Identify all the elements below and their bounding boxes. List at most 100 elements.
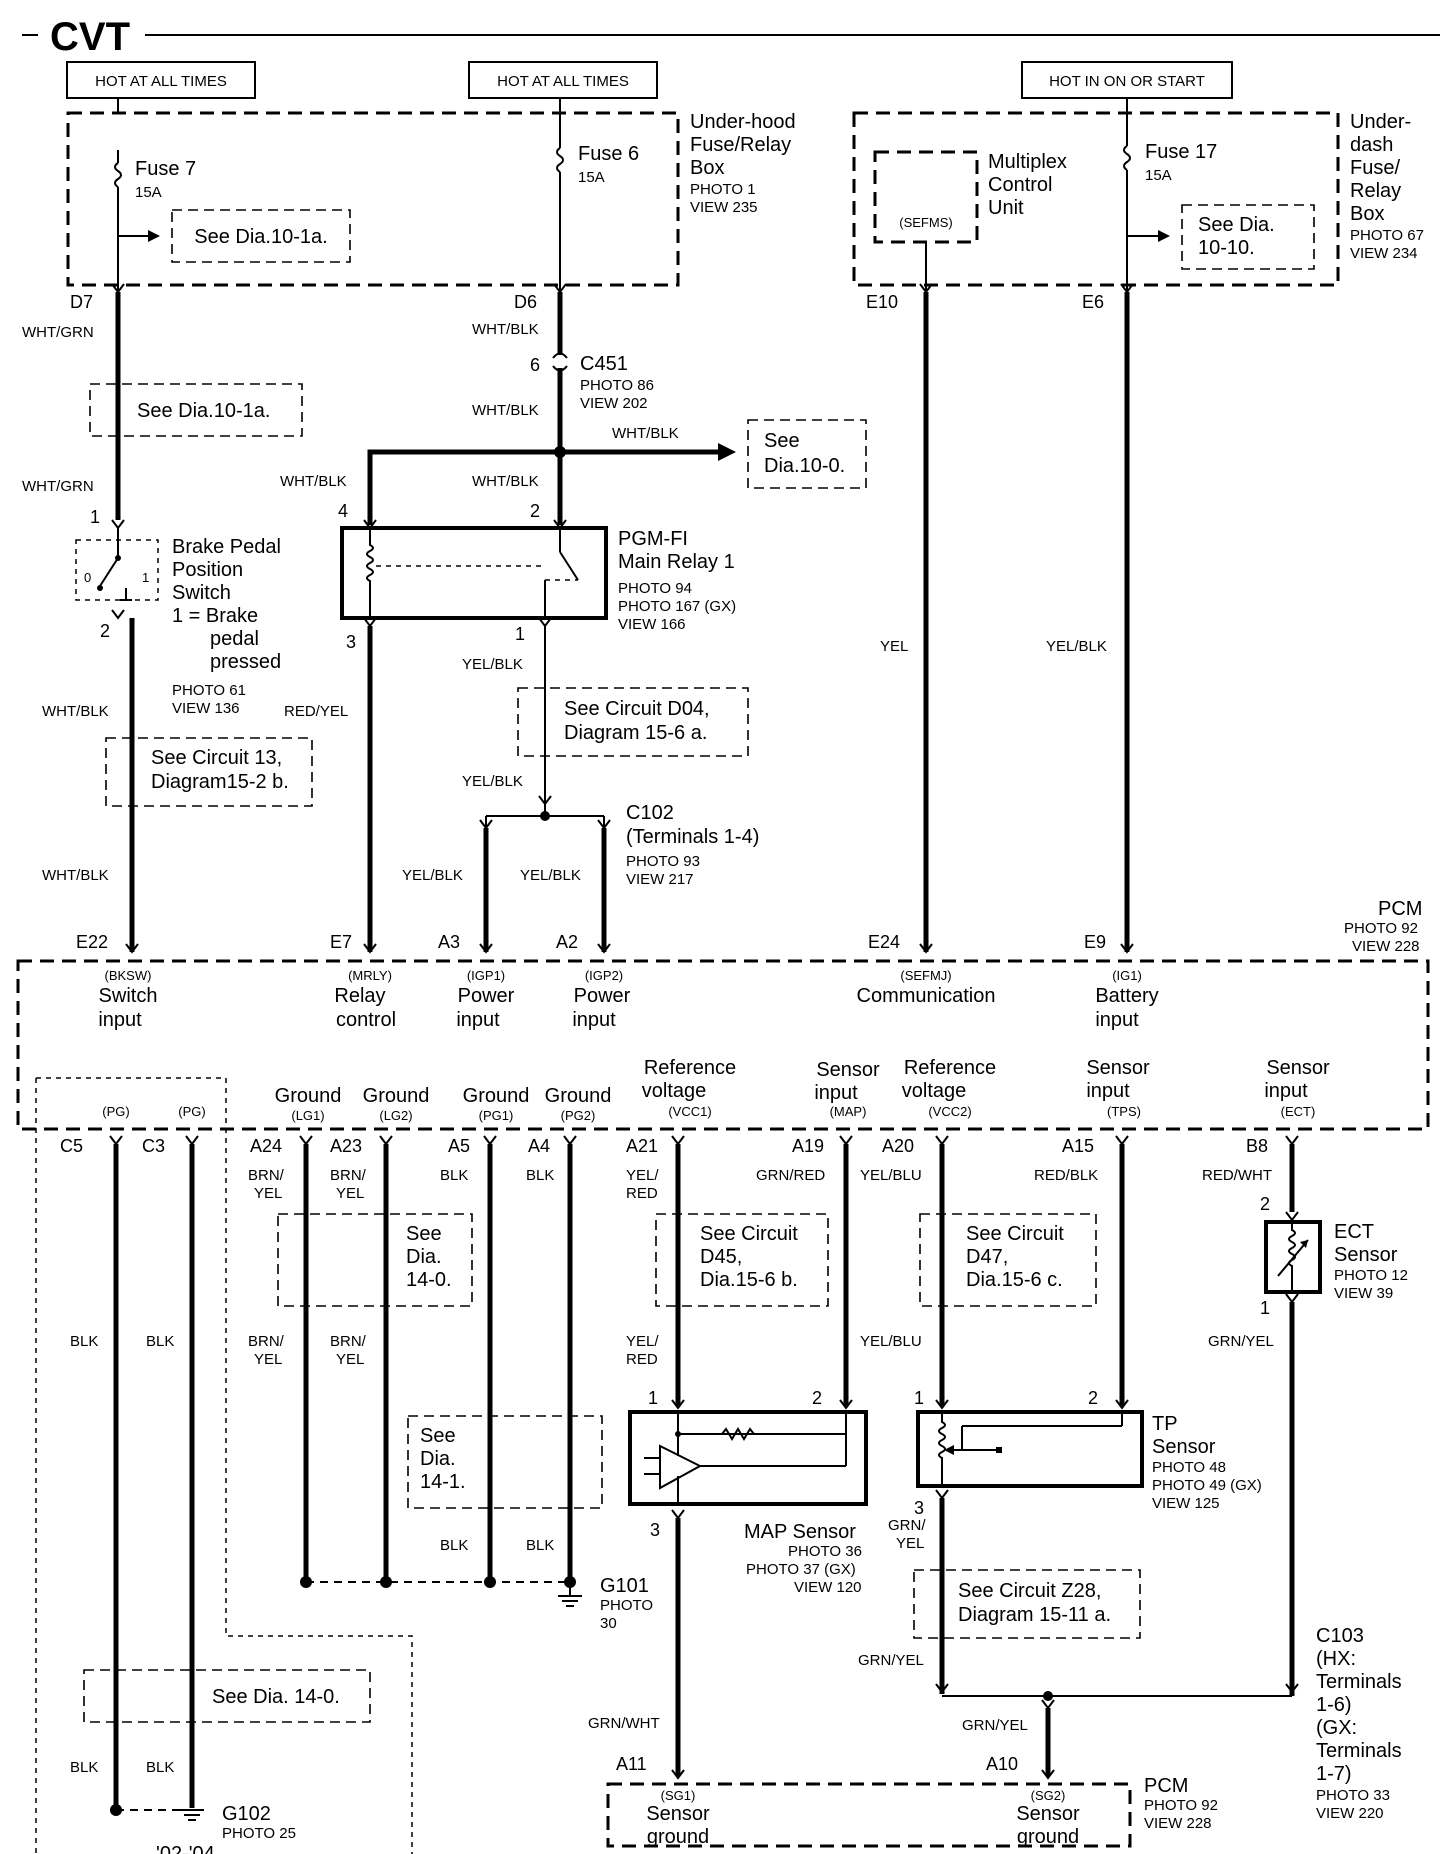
wire-label-whtblk-1: WHT/BLK bbox=[42, 703, 109, 720]
connector-chevron bbox=[1285, 1683, 1299, 1694]
wire-label-whtblk-5: WHT/BLK bbox=[612, 425, 679, 442]
underdash-fuse-box bbox=[852, 111, 1340, 287]
hot-label-3: HOT IN ON OR START bbox=[1021, 61, 1233, 99]
mcu-label-1: Multiplex bbox=[988, 151, 1067, 173]
g101-photo: PHOTO bbox=[600, 1597, 653, 1614]
tp-label-2: Sensor bbox=[1152, 1436, 1216, 1458]
underhood-view: VIEW 235 bbox=[690, 199, 758, 216]
switch-contact-1-icon bbox=[120, 588, 132, 601]
wire-label-yel-3: YEL bbox=[254, 1351, 282, 1368]
see-circuit-z28-text-1[interactable]: See Circuit Z28, bbox=[958, 1580, 1101, 1602]
pcm-gnd-2: Ground bbox=[363, 1085, 430, 1107]
see-dia-14-0-text-2[interactable]: Dia. bbox=[406, 1246, 442, 1268]
wire-label-yel-4: YEL bbox=[336, 1351, 364, 1368]
g102-photo: PHOTO 25 bbox=[222, 1825, 296, 1842]
note-bg bbox=[84, 1670, 370, 1722]
map-view: VIEW 120 bbox=[794, 1579, 862, 1596]
mcu-sefms: (SEFMS) bbox=[899, 215, 952, 230]
wire-label-blk-3: BLK bbox=[70, 1759, 98, 1776]
see-circuit-13-box bbox=[105, 737, 313, 807]
see-dia-14-0-box bbox=[277, 1213, 473, 1307]
wire-label-blk-4: BLK bbox=[146, 1759, 174, 1776]
brake-pin-2: 2 bbox=[100, 621, 110, 641]
see-dia-10-1a-text[interactable]: See Dia.10-1a. bbox=[194, 226, 327, 248]
see-dia-14-1-text-2[interactable]: Dia. bbox=[420, 1448, 456, 1470]
connector-chevron bbox=[1120, 943, 1134, 954]
pcm-sg1-2: ground bbox=[647, 1826, 709, 1848]
page-title: CVT bbox=[50, 15, 130, 59]
see-dia-10-1a-brake-text[interactable]: See Dia.10-1a. bbox=[137, 400, 270, 422]
fuse-7-icon bbox=[114, 162, 122, 188]
relay-pin-1: 1 bbox=[515, 624, 525, 644]
hot-label-1: HOT AT ALL TIMES bbox=[66, 61, 256, 99]
tp-pin-2: 2 bbox=[1088, 1388, 1098, 1408]
hot-label-2: HOT AT ALL TIMES bbox=[468, 61, 658, 99]
see-dia-14-0-text-3[interactable]: 14-0. bbox=[406, 1269, 452, 1291]
relay-switch-blade-icon bbox=[559, 551, 579, 581]
connector-chevron bbox=[935, 1489, 949, 1500]
fuse-7-label: Fuse 7 bbox=[135, 158, 196, 180]
see-circuit-d45-text-3[interactable]: Dia.15-6 b. bbox=[700, 1269, 798, 1291]
see-circuit-13-text-2[interactable]: Diagram15-2 b. bbox=[151, 771, 289, 793]
ground-icon bbox=[558, 1582, 582, 1607]
pcm-ref2-a: Reference bbox=[904, 1057, 996, 1079]
terminal-d7: D7 bbox=[70, 292, 93, 312]
years-label: '02-'04 bbox=[156, 1843, 215, 1854]
wire-label-whtblk-6: WHT/BLK bbox=[280, 473, 347, 490]
c103-text-1: (HX: bbox=[1316, 1648, 1356, 1670]
see-circuit-d04-text-2[interactable]: Diagram 15-6 a. bbox=[564, 722, 707, 744]
splice-dot bbox=[380, 1576, 392, 1588]
wire-label-yelblu-2: YEL/BLU bbox=[860, 1333, 922, 1350]
terminal-a23: A23 bbox=[330, 1136, 362, 1156]
see-dia-10-10-text-2[interactable]: 10-10. bbox=[1198, 237, 1255, 259]
see-circuit-z28-text-2[interactable]: Diagram 15-11 a. bbox=[958, 1604, 1111, 1626]
see-circuit-d47-text-1[interactable]: See Circuit bbox=[966, 1223, 1064, 1245]
splice-dot bbox=[1043, 1691, 1053, 1701]
see-dia-10-1a-box bbox=[171, 209, 351, 263]
see-circuit-z28-box bbox=[913, 1569, 1141, 1639]
pcm-lower-box bbox=[606, 1782, 1132, 1848]
wire-label-grnyel-3: GRN/YEL bbox=[1208, 1333, 1274, 1350]
see-dia-14-0-text-1[interactable]: See bbox=[406, 1223, 442, 1245]
see-dia-10-10-text-1[interactable]: See Dia. bbox=[1198, 214, 1275, 236]
connector-chevron bbox=[483, 1135, 497, 1146]
see-dia-10-0-text-1[interactable]: See bbox=[764, 430, 800, 452]
terminal-d6: D6 bbox=[514, 292, 537, 312]
underdash-name-4: Relay bbox=[1350, 180, 1401, 202]
wire-label-blk-7: BLK bbox=[440, 1537, 468, 1554]
connector-chevron bbox=[363, 943, 377, 954]
c102-photo: PHOTO 93 bbox=[626, 853, 700, 870]
underdash-name-5: Box bbox=[1350, 203, 1384, 225]
see-circuit-13-text-1[interactable]: See Circuit 13, bbox=[151, 747, 282, 769]
pcm-sg2: (SG2) bbox=[1031, 1788, 1066, 1803]
pcm-sen3-a: Sensor bbox=[1266, 1057, 1330, 1079]
hot-label-1-text: HOT AT ALL TIMES bbox=[95, 73, 227, 90]
see-circuit-d45-text-1[interactable]: See Circuit bbox=[700, 1223, 798, 1245]
fuse-17-icon bbox=[1123, 145, 1131, 171]
connector-chevron bbox=[563, 1135, 577, 1146]
tp-view: VIEW 125 bbox=[1152, 1495, 1220, 1512]
wire-label-yel-5: YEL bbox=[896, 1535, 924, 1552]
see-dia-14-0-g102-text[interactable]: See Dia. 14-0. bbox=[212, 1686, 340, 1708]
see-circuit-d45-text-2[interactable]: D45, bbox=[700, 1246, 742, 1268]
c103-text-2: Terminals bbox=[1316, 1671, 1402, 1693]
c102-terminals: (Terminals 1-4) bbox=[626, 826, 759, 848]
note-bg bbox=[278, 1214, 472, 1306]
see-dia-14-1-text-3[interactable]: 14-1. bbox=[420, 1471, 466, 1493]
ect-pin-1: 1 bbox=[1260, 1298, 1270, 1318]
g101-num: 30 bbox=[600, 1615, 617, 1632]
see-dia-14-1-text-1[interactable]: See bbox=[420, 1425, 456, 1447]
wire-label-brn-1: BRN/ bbox=[248, 1167, 285, 1184]
see-circuit-d47-text-2[interactable]: D47, bbox=[966, 1246, 1008, 1268]
note-bg bbox=[656, 1214, 828, 1306]
c451-photo: PHOTO 86 bbox=[580, 377, 654, 394]
pcm-sen2-a: Sensor bbox=[1086, 1057, 1150, 1079]
relay-coil-icon bbox=[366, 528, 374, 618]
fuse-6-amp: 15A bbox=[578, 169, 605, 186]
wire-label-grnsl: GRN/ bbox=[888, 1517, 926, 1534]
see-dia-10-0-text-2[interactable]: Dia.10-0. bbox=[764, 455, 845, 477]
see-circuit-d47-text-3[interactable]: Dia.15-6 c. bbox=[966, 1269, 1063, 1291]
wire-label-yelblu-1: YEL/BLU bbox=[860, 1167, 922, 1184]
see-circuit-d04-text-1[interactable]: See Circuit D04, bbox=[564, 698, 710, 720]
terminal-e9: E9 bbox=[1084, 932, 1106, 952]
